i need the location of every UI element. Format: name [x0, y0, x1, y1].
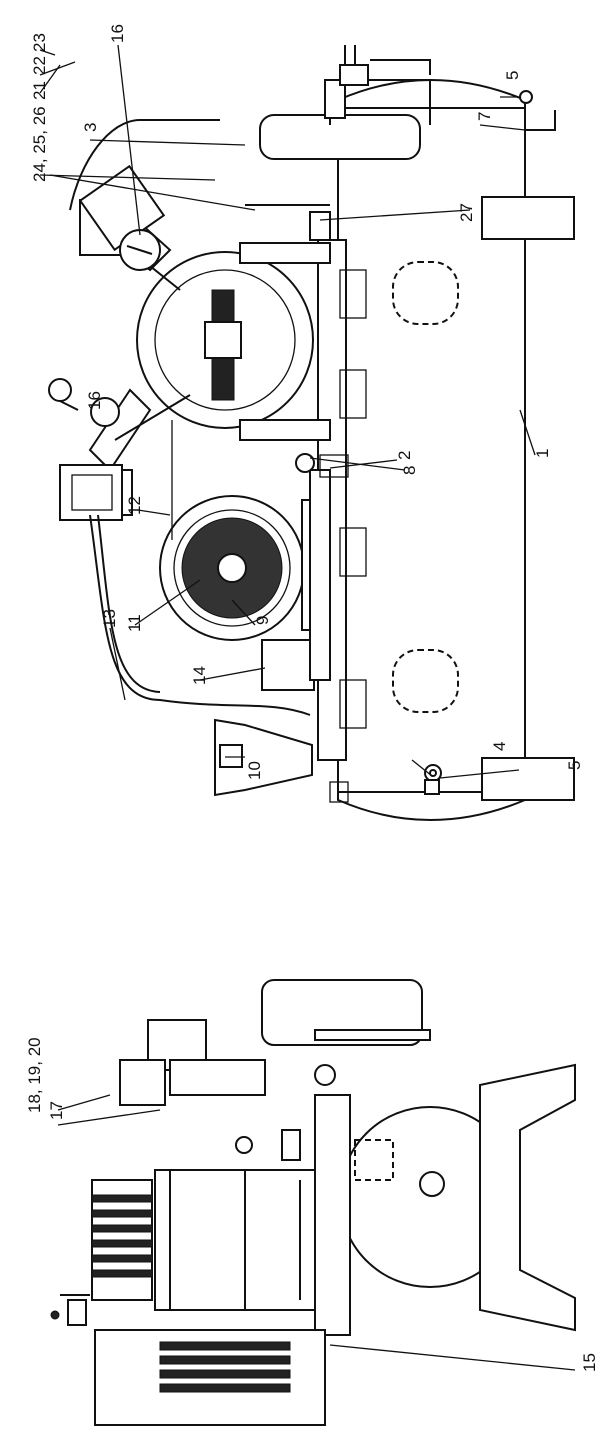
tank-foot	[481, 757, 575, 801]
tank-stand	[479, 1063, 576, 1332]
intake-filter	[59, 464, 123, 521]
pipe-fitting	[339, 64, 369, 86]
label-18: 18, 19, 20	[25, 1037, 44, 1113]
electric-motor	[159, 495, 327, 691]
label-5b: 5	[503, 71, 522, 80]
service-port	[424, 779, 440, 795]
label-24: 24, 25, 26	[30, 106, 49, 182]
label-21: 21	[30, 81, 49, 100]
callout-labels: 1 2 3 4 5 5 7 8 9 10 11 12 13 14 16 16 2…	[25, 24, 599, 1372]
label-13: 13	[100, 609, 119, 628]
label-27: 27	[457, 203, 476, 222]
label-2: 2	[395, 451, 414, 460]
label-8: 8	[400, 466, 419, 475]
inspection-hatch	[392, 649, 459, 713]
separator-vessel	[259, 114, 421, 160]
intake-filter	[78, 164, 166, 271]
label-22: 22	[30, 56, 49, 75]
label-11: 11	[125, 614, 144, 632]
label-7: 7	[475, 112, 494, 121]
label-15: 15	[580, 1353, 599, 1372]
drain-valve	[519, 90, 533, 104]
separator-end	[261, 979, 423, 1046]
label-3: 3	[81, 123, 100, 132]
inspection-hatch	[392, 261, 459, 325]
pressure-switch	[214, 718, 313, 797]
label-10: 10	[245, 761, 264, 780]
label-5a: 5	[565, 761, 584, 770]
label-12: 12	[125, 496, 144, 515]
label-9: 9	[253, 616, 272, 625]
pressure-gauge	[48, 378, 72, 402]
label-4: 4	[490, 742, 509, 751]
compressor-block	[71, 199, 331, 516]
safety-valve	[309, 211, 331, 241]
label-23: 23	[30, 33, 49, 52]
label-1: 1	[533, 449, 552, 458]
discharge-pipe	[89, 514, 311, 716]
leader-lines-end	[57, 1094, 576, 1371]
motor-rail	[309, 469, 331, 681]
label-16a: 16	[108, 24, 127, 43]
tank-foot	[481, 196, 575, 240]
side-view	[48, 45, 575, 821]
label-17: 17	[47, 1101, 66, 1120]
label-16b: 16	[85, 391, 104, 410]
label-14: 14	[190, 666, 209, 685]
check-valve	[295, 453, 315, 473]
leader-lines	[39, 44, 536, 779]
end-view	[50, 979, 576, 1426]
